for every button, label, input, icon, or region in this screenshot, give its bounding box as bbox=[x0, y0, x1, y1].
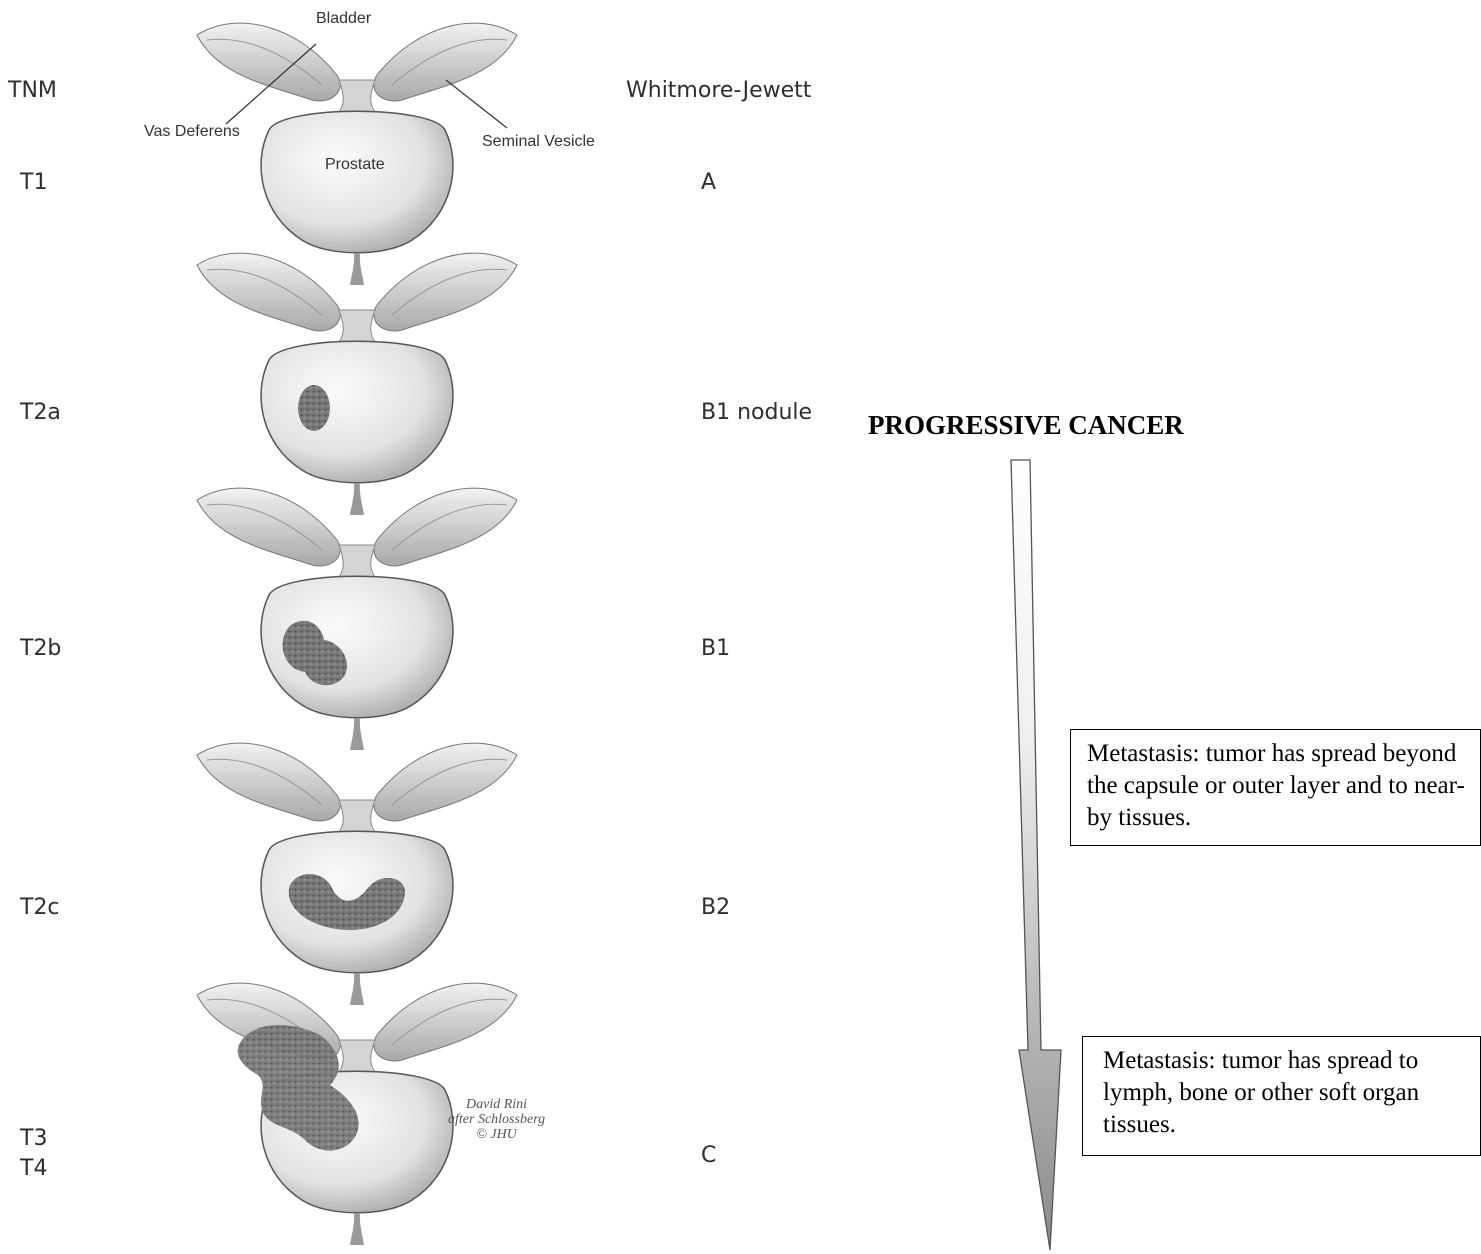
whitmore-stage-label: B1 bbox=[701, 638, 730, 660]
prostate-illustration-t2c bbox=[197, 743, 517, 1005]
tnm-stage-label: T4 bbox=[20, 1158, 47, 1180]
whitmore-stage-label: A bbox=[701, 172, 716, 194]
whitmore-jewett-header: Whitmore-Jewett bbox=[626, 80, 811, 102]
tnm-stage-label: T1 bbox=[20, 172, 47, 194]
metastasis-box-distant: Metastasis: tumor has spread to lymph, b… bbox=[1082, 1036, 1481, 1156]
seminal-vesicle-leader-line bbox=[446, 80, 507, 128]
prostate-illustration-t2a bbox=[197, 253, 517, 515]
progression-arrow bbox=[1011, 460, 1061, 1250]
progressive-cancer-title: PROGRESSIVE CANCER bbox=[868, 412, 1184, 439]
whitmore-stage-label: B1 nodule bbox=[701, 402, 812, 424]
tnm-header: TNM bbox=[8, 80, 57, 102]
tnm-stage-label: T2b bbox=[20, 638, 61, 660]
prostate-illustration-t2b bbox=[197, 488, 517, 750]
tumor-nodule bbox=[298, 385, 330, 431]
vas-deferens-label: Vas Deferens bbox=[144, 124, 240, 140]
bladder-label: Bladder bbox=[316, 11, 371, 27]
prostate-label: Prostate bbox=[325, 157, 385, 173]
whitmore-stage-label: C bbox=[701, 1145, 716, 1167]
prostate-illustration-t1 bbox=[197, 23, 517, 285]
seminal-vesicle-label: Seminal Vesicle bbox=[482, 134, 595, 150]
whitmore-stage-label: B2 bbox=[701, 897, 730, 919]
tnm-stage-label: T2a bbox=[20, 402, 61, 424]
tnm-stage-label: T3 bbox=[20, 1128, 47, 1150]
credit-line-3: © JHU bbox=[448, 1127, 545, 1142]
tnm-stage-label: T2c bbox=[20, 897, 60, 919]
metastasis-box-local: Metastasis: tumor has spread beyond the … bbox=[1070, 729, 1481, 846]
artist-credit: David Rini after Schlossberg © JHU bbox=[448, 1097, 545, 1142]
credit-line-2: after Schlossberg bbox=[448, 1112, 545, 1127]
credit-line-1: David Rini bbox=[448, 1097, 545, 1112]
